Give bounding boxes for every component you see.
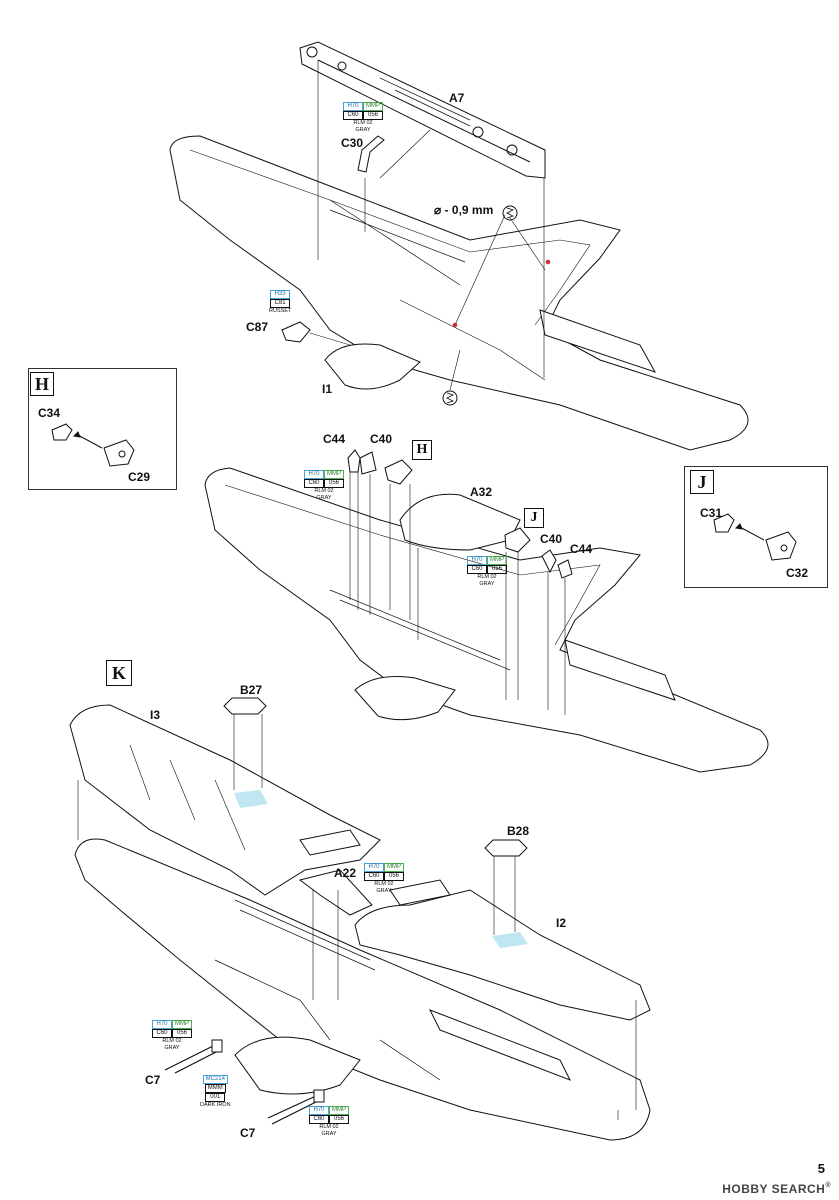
part-label-b28: B28 (507, 824, 530, 838)
part-label-c31: C31 (700, 506, 723, 520)
inset-j-letter: J (690, 470, 714, 494)
color-callout-russet: H33 C81 RUSSET (269, 290, 292, 314)
part-label-c87: C87 (246, 320, 269, 334)
part-label-c7-a: C7 (145, 1073, 161, 1087)
part-label-i1: I1 (322, 382, 333, 396)
part-label-a32: A32 (470, 485, 493, 499)
part-label-c40-b: C40 (540, 532, 563, 546)
part-label-c29: C29 (128, 470, 151, 484)
watermark: HOBBY SEARCH® (722, 1182, 831, 1196)
part-label-c34: C34 (38, 406, 61, 420)
wing-assembly-bottom (69, 697, 651, 1141)
watermark-registered-mark: ® (825, 1182, 831, 1189)
part-label-i3: I3 (150, 708, 161, 722)
part-label-c32: C32 (786, 566, 809, 580)
part-label-c44-a: C44 (323, 432, 346, 446)
part-label-a7: A7 (449, 91, 465, 105)
step-k-letter: K (106, 660, 132, 686)
step-ref-j: J (524, 508, 544, 528)
inset-j-drawing (713, 513, 797, 561)
wing-assembly-top (169, 41, 749, 451)
inset-h-drawing (51, 423, 135, 467)
color-callout-dark-iron: MC214 MMM 001 DARK IRON (200, 1075, 231, 1108)
part-label-b27: B27 (240, 683, 263, 697)
part-label-c40-a: C40 (370, 432, 393, 446)
part-label-c44-b: C44 (570, 542, 593, 556)
wing-assembly-middle (204, 449, 769, 773)
watermark-text: HOBBY SEARCH (722, 1182, 826, 1196)
page-number: 5 (817, 1161, 825, 1176)
part-label-a22: A22 (334, 866, 357, 880)
drill-size: ⌀ - 0,9 mm (434, 203, 494, 217)
part-label-c7-b: C7 (240, 1126, 256, 1140)
part-label-i2: I2 (556, 916, 567, 930)
inset-h-letter: H (30, 372, 54, 396)
part-label-c30: C30 (341, 136, 364, 150)
step-ref-h: H (412, 440, 432, 460)
